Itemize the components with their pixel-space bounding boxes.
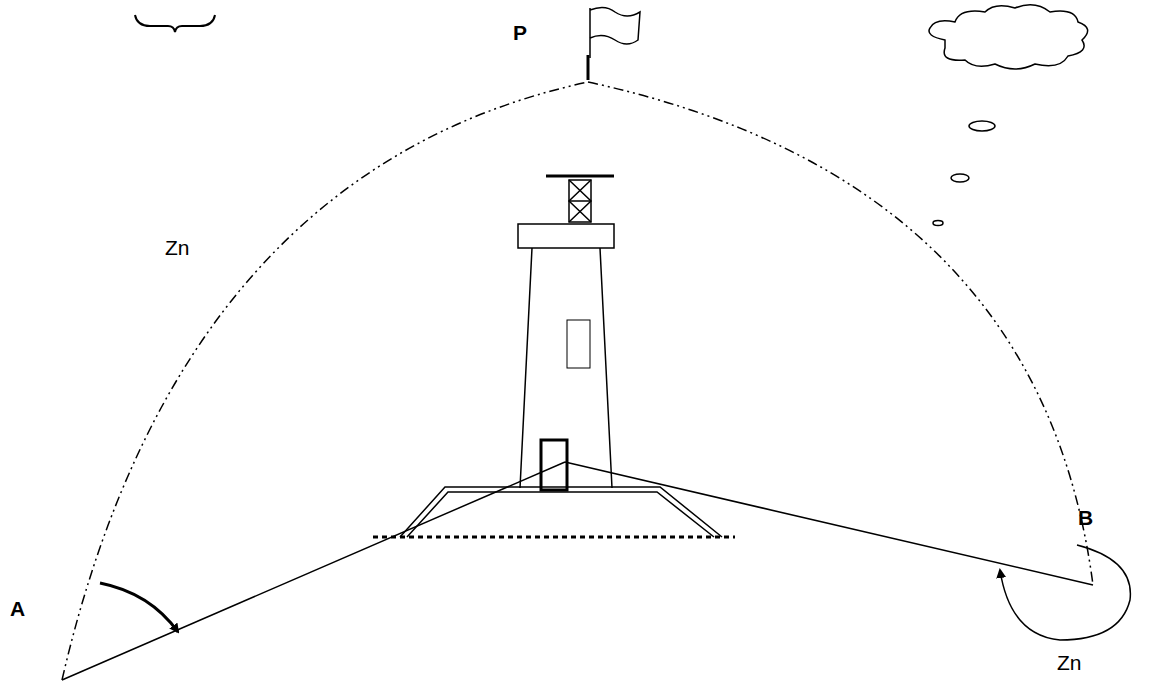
point-label: B [1078, 507, 1093, 528]
azimuth-arc [100, 583, 178, 632]
angle-label: Zn [1057, 652, 1082, 673]
azimuth-arc [1000, 545, 1130, 640]
bird-bracket [135, 15, 215, 32]
point-label: P [513, 22, 527, 43]
bearing-line [565, 462, 1093, 585]
horizon-line [373, 536, 735, 539]
great-circle-arc [62, 82, 588, 680]
lighthouse [400, 176, 722, 537]
point-label: A [10, 598, 25, 619]
angle-label: Zn [165, 237, 190, 258]
flag [588, 7, 640, 80]
cloud [929, 5, 1088, 226]
great-circle-arc [588, 82, 1093, 585]
bearing-line [62, 462, 565, 680]
